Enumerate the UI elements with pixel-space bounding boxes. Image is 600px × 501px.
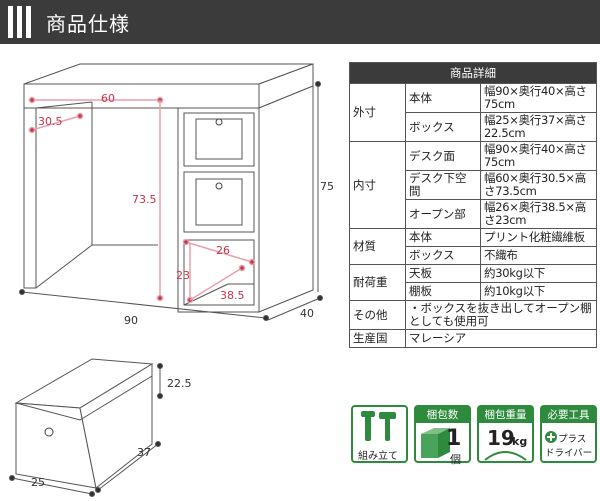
assembly-badge: 組み立て [351,405,408,463]
package-count-title: 梱包数 [416,407,469,423]
package-count-value: 1 [446,426,462,451]
spec-group: その他 [349,300,406,330]
package-weight-badge: 梱包重量 19 kg [477,405,534,463]
spec-group: 内寸 [349,141,406,229]
spec-value: 幅90×奥行40×高さ75cm [480,141,597,171]
header-stripe [17,6,22,38]
header-stripe [8,6,13,38]
spec-value: 約30kg以下 [480,264,597,283]
package-count-unit: 個 [450,453,461,466]
icon-row: 組み立て 梱包数 1 個 梱包重量 19 kg 必要工具 プラス ドライバー [351,405,597,466]
spec-group: 耐荷重 [349,264,406,301]
spec-item: 本体 [405,83,481,113]
spec-item: オープン部 [405,199,481,229]
tools-label: プラス [558,434,587,445]
header-stripe [26,6,31,38]
spec-value: マレーシア [405,329,597,348]
spec-value: 幅25×奥行37×高さ22.5cm [480,112,597,142]
spec-item: 棚板 [405,282,481,301]
dim-top-width: 60 [101,92,115,105]
tools-badge: 必要工具 プラス ドライバー [540,405,597,463]
spec-item: 天板 [405,264,481,283]
spec-group: 外寸 [349,83,406,142]
spec-value: 約10kg以下 [480,282,597,301]
dim-open-height: 23 [176,269,190,282]
dim-desk-depth: 40 [300,307,314,320]
package-weight-unit: kg [512,435,528,448]
package-weight-value: 19 [487,426,515,450]
assembly-label: 組み立て [358,451,398,462]
box-icon [421,428,450,458]
spec-item: 本体 [405,228,481,247]
spec-item: ボックス [405,112,481,142]
spec-value: 幅26×奥行38.5×高さ23cm [480,199,597,229]
spec-table-title: 商品詳細 [349,62,597,84]
spec-value: ・ボックスを抜き出してオープン棚としても使用可 [405,300,597,330]
dim-open-depth: 38.5 [220,289,245,302]
spec-item: ボックス [405,246,481,265]
dim-open-width: 26 [216,244,230,257]
scale-icon [484,451,527,461]
spec-item: デスク面 [405,141,481,171]
dim-left-depth: 30.5 [38,115,63,128]
tools-icon [361,411,396,441]
package-weight-title: 梱包重量 [479,407,532,423]
dim-box-depth: 37 [137,446,151,459]
spec-group: 材質 [349,228,406,265]
dim-desk-width: 90 [124,314,138,327]
page-title: 商品仕様 [46,12,130,36]
spec-table: 商品詳細 外寸 本体 幅90×奥行40×高さ75cm ボックス 幅25×奥行37… [349,62,597,348]
tools-label-2: ドライバー [545,448,593,459]
dim-box-height: 22.5 [167,377,192,390]
spec-value: 幅60×奥行30.5×高さ73.5cm [480,170,597,200]
package-count-badge: 梱包数 1 個 [414,405,471,466]
tools-title: 必要工具 [542,407,595,423]
dim-box-width: 25 [31,476,45,489]
screwdriver-icon [545,431,557,443]
spec-group: 生産国 [349,329,406,348]
spec-item: デスク下空間 [405,170,481,200]
dim-height-total: 75 [320,180,334,193]
spec-value: プリント化粧繊維板 [480,228,597,247]
section-header: 商品仕様 [0,0,600,44]
spec-value: 幅90×奥行40×高さ75cm [480,83,597,113]
dim-height-under: 73.5 [132,193,157,206]
spec-value: 不織布 [480,246,597,265]
